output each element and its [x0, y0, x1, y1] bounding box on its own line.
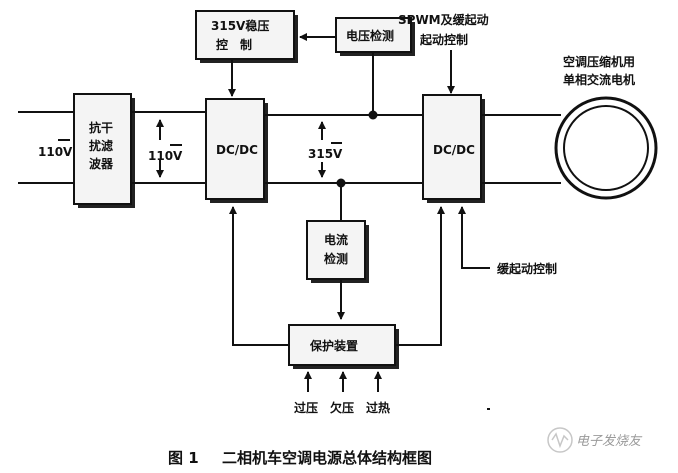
current-detect-block: [306, 220, 366, 280]
protection-label: 保护装置: [309, 338, 358, 353]
fault-input-undervoltage: 欠压: [330, 400, 354, 415]
spwm-label-1: SPWM及缓起动: [398, 12, 489, 27]
voltage-detect-label: 电压检测: [346, 28, 394, 43]
filter-block: [73, 93, 132, 205]
motor-label-2: 单相交流电机: [563, 72, 635, 87]
fault-input-overvoltage: 过压: [294, 400, 318, 415]
soft-start-label: 缓起动控制: [497, 261, 557, 276]
motor-inner-circle: [563, 105, 649, 191]
mid-voltage-label: 110V: [148, 149, 183, 163]
regulator-label-2: 控 制: [216, 37, 252, 52]
voltage-detect-block: [335, 17, 412, 53]
filter-label-2: 扰滤: [89, 138, 113, 153]
watermark-logo-icon: [547, 427, 573, 453]
current-detect-label-2: 检测: [324, 251, 348, 266]
wire-protection-to-dcdc2: [395, 206, 445, 346]
input-voltage-label: 110V: [38, 145, 73, 159]
junction-dot-top: [368, 110, 378, 120]
bus-voltage-label: 315V: [308, 147, 343, 161]
regulator-block: [195, 10, 295, 60]
regulator-label-1: 315V稳压: [211, 18, 269, 33]
dcdc1-block: [205, 98, 265, 200]
fault-input-overheat: 过热: [366, 400, 390, 415]
filter-label-1: 抗干: [89, 120, 113, 135]
figure-title: 二相机车空调电源总体结构框图: [222, 449, 432, 467]
wire-protection-to-dcdc1: [229, 206, 289, 346]
figure-number: 图 1: [168, 449, 199, 467]
motor-label-1: 空调压缩机用: [563, 54, 635, 69]
filter-label-3: 波器: [89, 156, 114, 171]
dcdc2-label: DC/DC: [433, 143, 475, 157]
wire-soft-start-to-dcdc2: [458, 206, 490, 269]
current-detect-label-1: 电流: [324, 232, 348, 247]
dcdc1-label: DC/DC: [216, 143, 258, 157]
motor-outer-circle: [554, 96, 658, 200]
dcdc2-block: [422, 94, 482, 200]
watermark-text: 电子发烧友: [576, 434, 643, 449]
spwm-label-2: 起动控制: [419, 32, 468, 47]
